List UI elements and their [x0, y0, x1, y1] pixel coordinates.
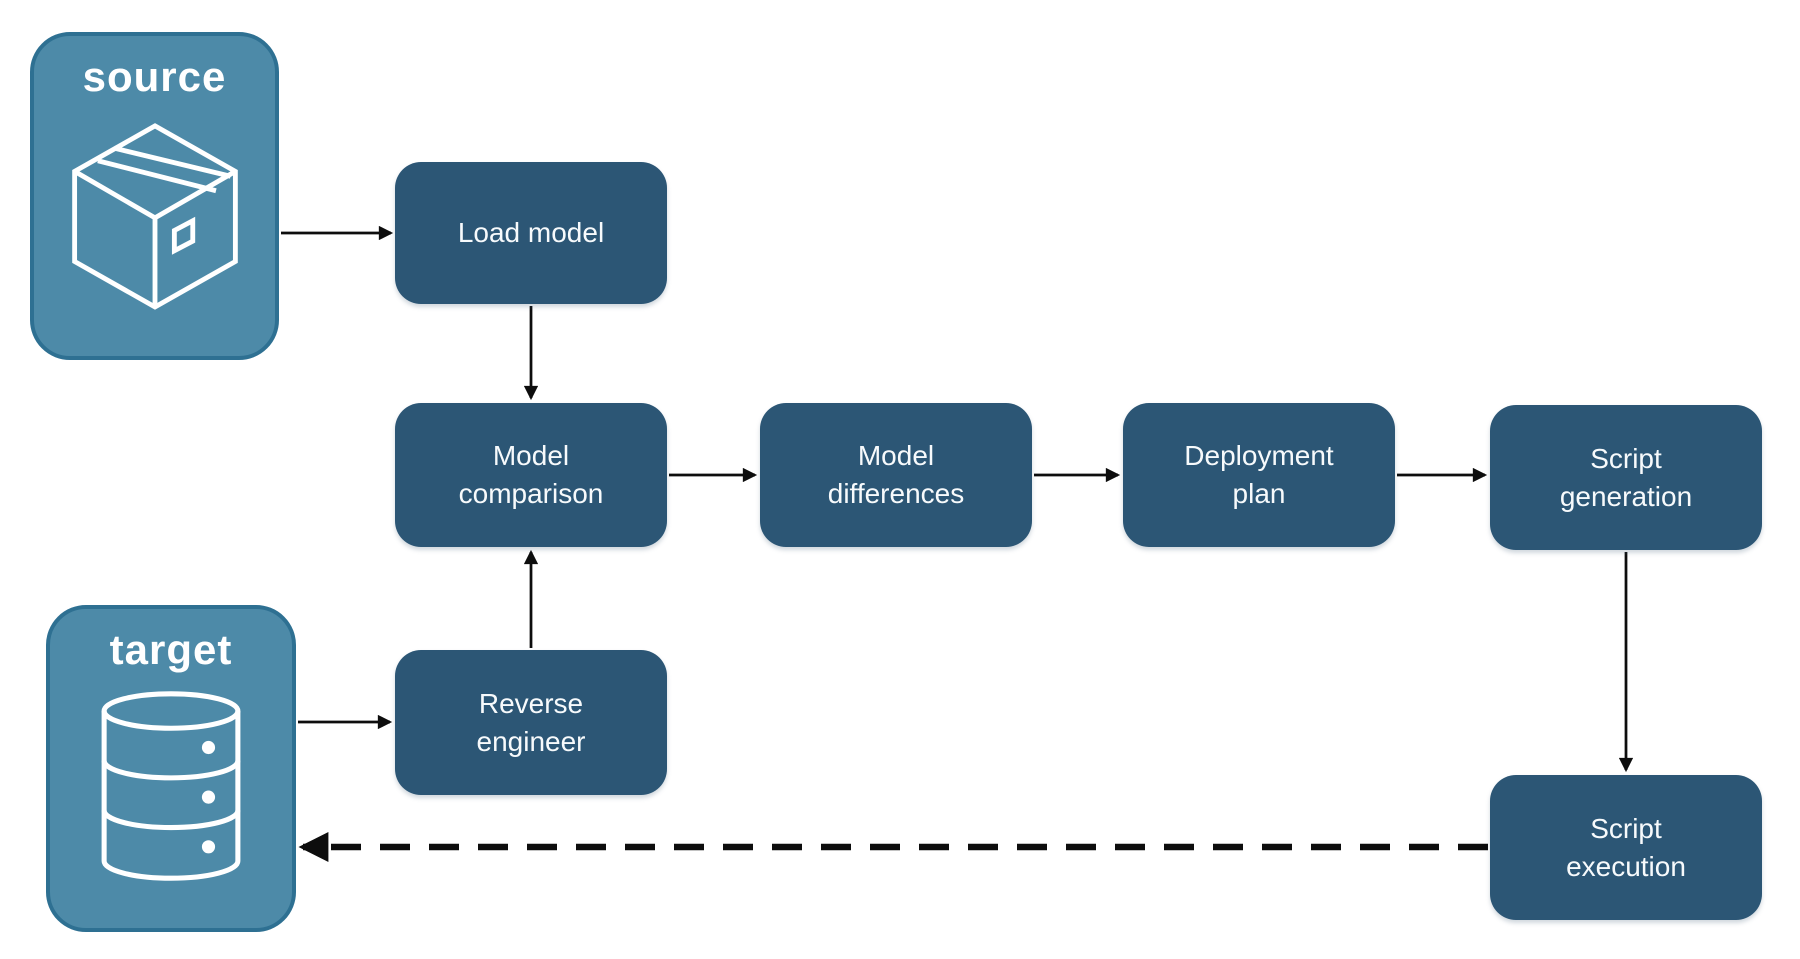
- node-deployment-plan: Deployment plan: [1123, 403, 1395, 547]
- node-model-differences: Model differences: [760, 403, 1032, 547]
- node-model-comparison: Model comparison: [395, 403, 667, 547]
- target-label: target: [109, 626, 233, 673]
- node-load-model: Load model: [395, 162, 667, 304]
- database-icon: [101, 691, 241, 881]
- node-script-generation: Script generation: [1490, 405, 1762, 550]
- entity-source: source: [30, 32, 279, 360]
- node-script-execution: Script execution: [1490, 775, 1762, 920]
- node-reverse-engineer: Reverse engineer: [395, 650, 667, 795]
- source-label: source: [82, 53, 227, 100]
- entity-target: target: [46, 605, 296, 932]
- package-icon: [71, 123, 238, 310]
